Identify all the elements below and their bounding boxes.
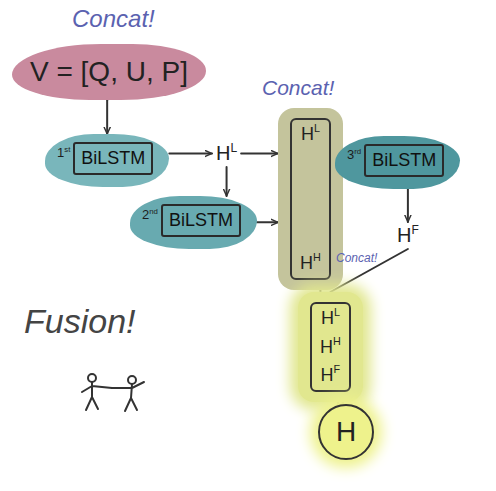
- concat-box: HLHH: [278, 108, 343, 290]
- text-part: H: [320, 337, 333, 357]
- superscript: L: [230, 141, 237, 155]
- figure-head: [88, 374, 96, 382]
- layer-name: BiLSTM: [161, 204, 241, 237]
- superscript: F: [411, 223, 418, 237]
- symbol-label: HL: [321, 308, 340, 329]
- title-note: Fusion!: [24, 303, 136, 340]
- fusion-box: HLHHHF: [298, 292, 363, 402]
- symbol-label: HL: [301, 124, 320, 145]
- connector-line: [169, 153, 212, 155]
- connector-line: [241, 153, 278, 155]
- hidden-state: HF: [393, 222, 423, 249]
- text-part: H: [321, 308, 334, 328]
- superscript: H: [333, 335, 341, 347]
- figure-head: [128, 376, 136, 384]
- superscript: L: [334, 306, 340, 318]
- connector: [241, 153, 278, 154]
- connector: [226, 167, 227, 196]
- superscript: st: [64, 144, 70, 153]
- ordinal-label: 3rd: [347, 148, 361, 163]
- symbol-label: H: [336, 416, 356, 448]
- symbol-label: HF: [321, 365, 341, 386]
- bilstm-blob: 1stBiLSTM: [45, 134, 169, 187]
- bilstm-blob: 3rdBiLSTM: [335, 136, 460, 189]
- connector: [407, 189, 408, 222]
- hidden-state: HL: [212, 140, 241, 167]
- text-part: 1: [57, 145, 64, 160]
- symbol-label: HH: [300, 253, 321, 274]
- symbol-label: HF: [397, 224, 419, 247]
- bilstm-blob: 2ndBiLSTM: [130, 196, 257, 249]
- symbol-label: HL: [216, 142, 237, 165]
- superscript: H: [313, 252, 321, 264]
- figure-body: [112, 382, 144, 411]
- ordinal-label: 2nd: [142, 208, 158, 223]
- figure-body: [82, 382, 112, 410]
- symbol-label: HH: [320, 337, 341, 358]
- bracket: HLHH: [290, 118, 331, 280]
- concat-note: Concat!: [72, 6, 155, 32]
- input-blob: V = [Q, U, P]: [12, 44, 206, 100]
- connector-line: [226, 167, 228, 196]
- connector-line: [257, 221, 278, 223]
- bracket: HLHHHF: [310, 302, 351, 392]
- formula: V = [Q, U, P]: [30, 56, 188, 88]
- superscript: F: [334, 364, 341, 376]
- layer-name: BiLSTM: [364, 144, 444, 177]
- text-part: 3: [347, 147, 354, 162]
- superscript: rd: [354, 146, 361, 155]
- layer-name: BiLSTM: [73, 142, 153, 175]
- connector: [107, 100, 108, 134]
- output-circle: H: [318, 404, 374, 460]
- text-part: H: [321, 365, 334, 385]
- text-part: H: [301, 124, 314, 144]
- superscript: nd: [149, 206, 158, 215]
- connector-line: [407, 189, 409, 222]
- concat-note: Concat!: [262, 76, 334, 99]
- connector: [257, 222, 278, 223]
- concat-note: Concat!: [336, 252, 377, 265]
- connector-line: [106, 100, 108, 134]
- text-part: 2: [142, 207, 149, 222]
- connector: [169, 153, 212, 154]
- superscript: L: [314, 122, 320, 134]
- ordinal-label: 1st: [57, 146, 70, 161]
- text-part: H: [216, 142, 230, 164]
- stick-figures: [82, 374, 144, 411]
- text-part: H: [300, 253, 313, 273]
- text-part: H: [397, 224, 411, 246]
